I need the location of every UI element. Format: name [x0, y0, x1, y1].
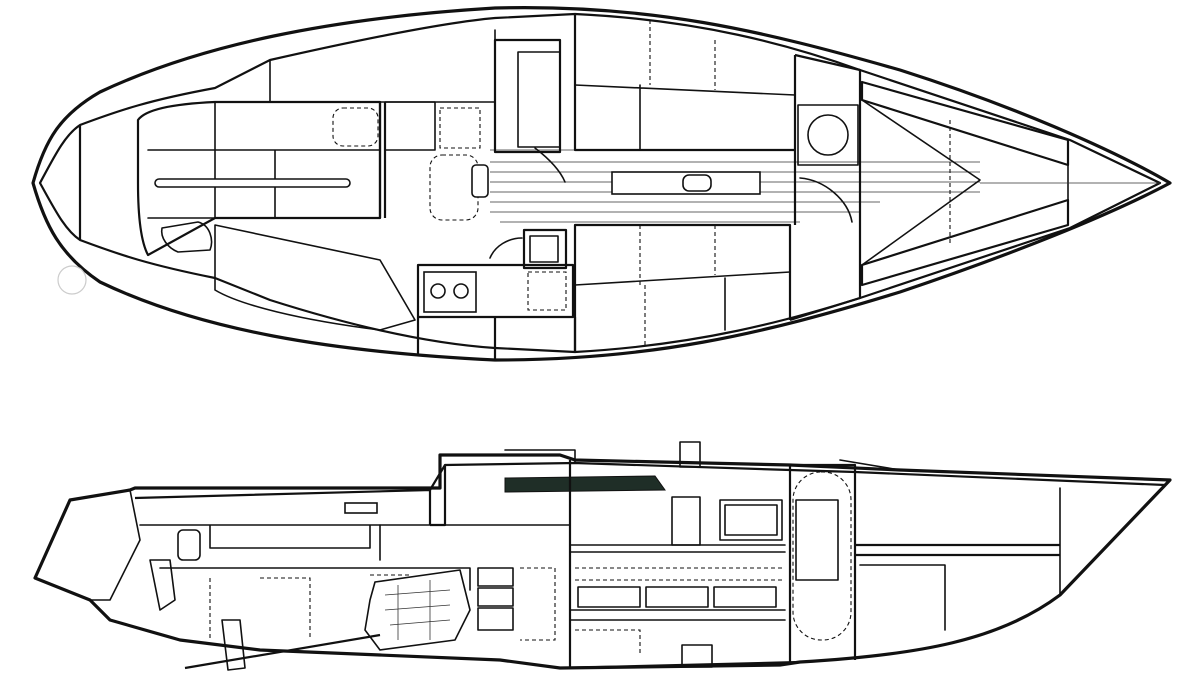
companion-step — [471, 164, 489, 198]
engine — [364, 569, 471, 651]
mast-box-inner — [517, 51, 561, 148]
saloon-settee-stbd-dashed — [639, 225, 716, 345]
steering-quadrant — [177, 529, 201, 561]
forepeak-door-arc — [799, 177, 853, 223]
plan-transom — [38, 123, 82, 242]
saloon-settee-port-dashed — [649, 20, 716, 90]
galley-sink — [522, 228, 568, 270]
head-door — [792, 471, 852, 641]
locker-a — [577, 586, 641, 608]
galley-bottom — [416, 317, 577, 360]
prop-shaft — [184, 633, 381, 670]
galley-cabinet-2 — [477, 587, 514, 607]
forepeak-berth — [855, 543, 1060, 557]
galley-cabinet-3 — [477, 607, 514, 631]
keel-line — [559, 660, 801, 670]
galley-dashed — [520, 567, 556, 641]
aft-porthole — [344, 502, 378, 514]
head-locker — [795, 499, 839, 581]
forepeak-locker — [859, 564, 946, 631]
galley-sink-inner — [529, 235, 559, 263]
plan-cockpit-inner — [147, 101, 381, 219]
locker-b — [645, 586, 709, 608]
galley-door-arc — [534, 147, 566, 183]
v-berth-filler — [861, 99, 1069, 266]
cockpit-sole — [159, 524, 471, 591]
registration-mark — [57, 265, 87, 295]
locker-c — [713, 586, 777, 608]
saloon-settee-port-inner — [574, 84, 796, 151]
rudder — [221, 619, 246, 671]
aft-locker-hatch — [160, 221, 213, 253]
quarter-berth — [139, 524, 571, 549]
saloon-dashed — [575, 567, 785, 655]
burner-2 — [453, 283, 469, 299]
settee-back — [719, 499, 783, 541]
quarter-berth-hatch — [332, 107, 379, 147]
forward-bulkhead — [789, 53, 862, 322]
head-toilet — [807, 114, 849, 156]
cabin-window — [504, 475, 666, 493]
mast-step-top — [679, 441, 701, 468]
nav-seat-dashed — [439, 107, 481, 149]
profile-sheer-line — [134, 461, 1166, 525]
rudder-post — [149, 559, 176, 611]
cabin-trunk — [504, 449, 901, 471]
tank — [681, 644, 713, 668]
transom-box — [69, 489, 141, 601]
galley-door-arc-2 — [489, 237, 523, 259]
cockpit-locker-port — [214, 224, 416, 331]
galley-locker — [527, 271, 567, 311]
chart-table — [384, 101, 436, 151]
saloon-settee-port — [573, 14, 797, 152]
companionway-frame — [429, 463, 447, 527]
tiller — [154, 178, 351, 188]
head-compartment — [790, 463, 857, 660]
mast-post — [671, 496, 701, 546]
plan-hull-outline — [31, 6, 1172, 362]
settee — [569, 544, 786, 621]
head-hatch-frame — [797, 104, 859, 166]
settee-back-inner — [724, 504, 778, 536]
profile-hull-outline — [33, 453, 1172, 670]
galley-cabinet-1 — [477, 567, 514, 587]
table-sink — [682, 174, 712, 192]
saloon-settee-stbd-inner — [574, 271, 791, 331]
cockpit-locker-dashed — [209, 574, 410, 640]
burner-1 — [430, 283, 446, 299]
engine-detail — [384, 580, 451, 640]
